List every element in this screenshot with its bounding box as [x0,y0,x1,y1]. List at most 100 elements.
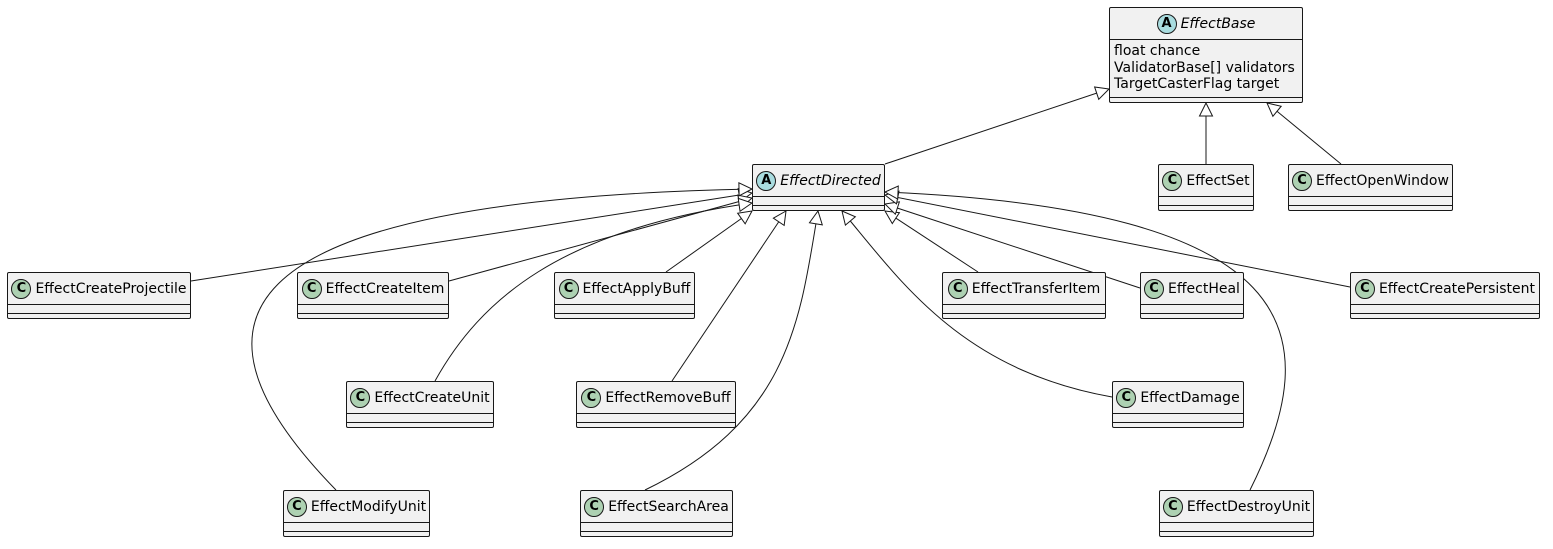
method-section [1110,96,1302,106]
class-name: EffectOpenWindow [1316,172,1449,189]
attribute-section [347,413,493,422]
class-icon: C [947,278,968,299]
attribute-section [8,304,190,313]
class-icon: C [286,496,307,517]
method-section [753,205,884,214]
edge-createpersistent-to-directed [884,194,1351,288]
class-name: EffectCreateProjectile [35,280,187,297]
attribute-section [1289,196,1452,205]
attribute-section [577,413,735,422]
class-icon: C [11,278,32,299]
class-name: EffectRemoveBuff [605,389,731,406]
class-name: EffectCreateItem [325,280,445,297]
edge-heal-to-directed-arrowhead [883,201,901,216]
edge-directed-to-base-arrowhead [1093,86,1111,101]
class-name: EffectApplyBuff [582,280,691,297]
attribute-section [1160,522,1313,531]
edge-applybuff-to-directed [665,210,753,273]
edge-damage-to-directed [841,210,1113,398]
edge-destroyunit-to-directed-arrowhead [883,185,899,200]
edge-createunit-to-directed-arrowhead [737,197,754,213]
method-section [577,422,735,431]
attribute-section [1113,413,1243,422]
edge-removebuff-to-directed [671,210,787,382]
method-section [284,531,429,540]
attribute-section [284,522,429,531]
method-section [1351,313,1539,322]
class-name: EffectSet [1186,172,1250,189]
method-section [555,313,694,322]
method-section [347,422,493,431]
class-icon: C [1162,496,1183,517]
class-icon: C [1144,278,1165,299]
attribute: TargetCasterFlag target [1114,76,1280,92]
edge-createprojectile-to-directed [190,192,753,282]
class-name: EffectCreatePersistent [1378,280,1536,297]
edge-createunit-to-directed [434,202,753,382]
edge-transferitem-to-directed [884,210,979,273]
class-icon: C [350,387,371,408]
class-name: EffectSearchArea [608,498,729,515]
attribute-section [753,196,884,205]
class-icon: C [1292,170,1313,191]
class-icon: C [1354,278,1375,299]
class-name: EffectDirected [780,172,881,189]
edge-set-to-base-arrowhead [1198,101,1214,117]
method-section [1160,531,1313,540]
attribute: ValidatorBase[] validators [1114,59,1295,76]
edge-searcharea-to-directed [644,210,819,491]
edge-removebuff-to-directed-arrowhead [772,210,787,227]
class-icon: C [301,278,322,299]
attribute-section [581,522,732,531]
attribute-section [1159,196,1253,205]
edge-searcharea-to-directed-arrowhead [808,209,824,226]
class-name: EffectTransferItem [971,280,1101,297]
attribute-section [943,304,1105,313]
attribute-section [1141,304,1243,313]
class-name: EffectModifyUnit [310,498,427,515]
method-section [1159,205,1253,214]
edge-directed-to-base [884,88,1110,165]
edge-destroyunit-to-directed [884,191,1286,491]
class-icon: C [584,496,605,517]
method-section [8,313,190,322]
attribute: float chance [1114,43,1201,59]
class-icon: C [1162,170,1183,191]
method-section [581,531,732,540]
method-section [1113,422,1243,431]
attribute-section [555,304,694,313]
edge-openwindow-to-base-arrowhead [1266,102,1283,118]
class-icon: C [558,278,579,299]
edge-modifyunit-to-directed [251,188,753,491]
method-section [1141,313,1243,322]
abstract-class-icon: A [756,170,777,191]
